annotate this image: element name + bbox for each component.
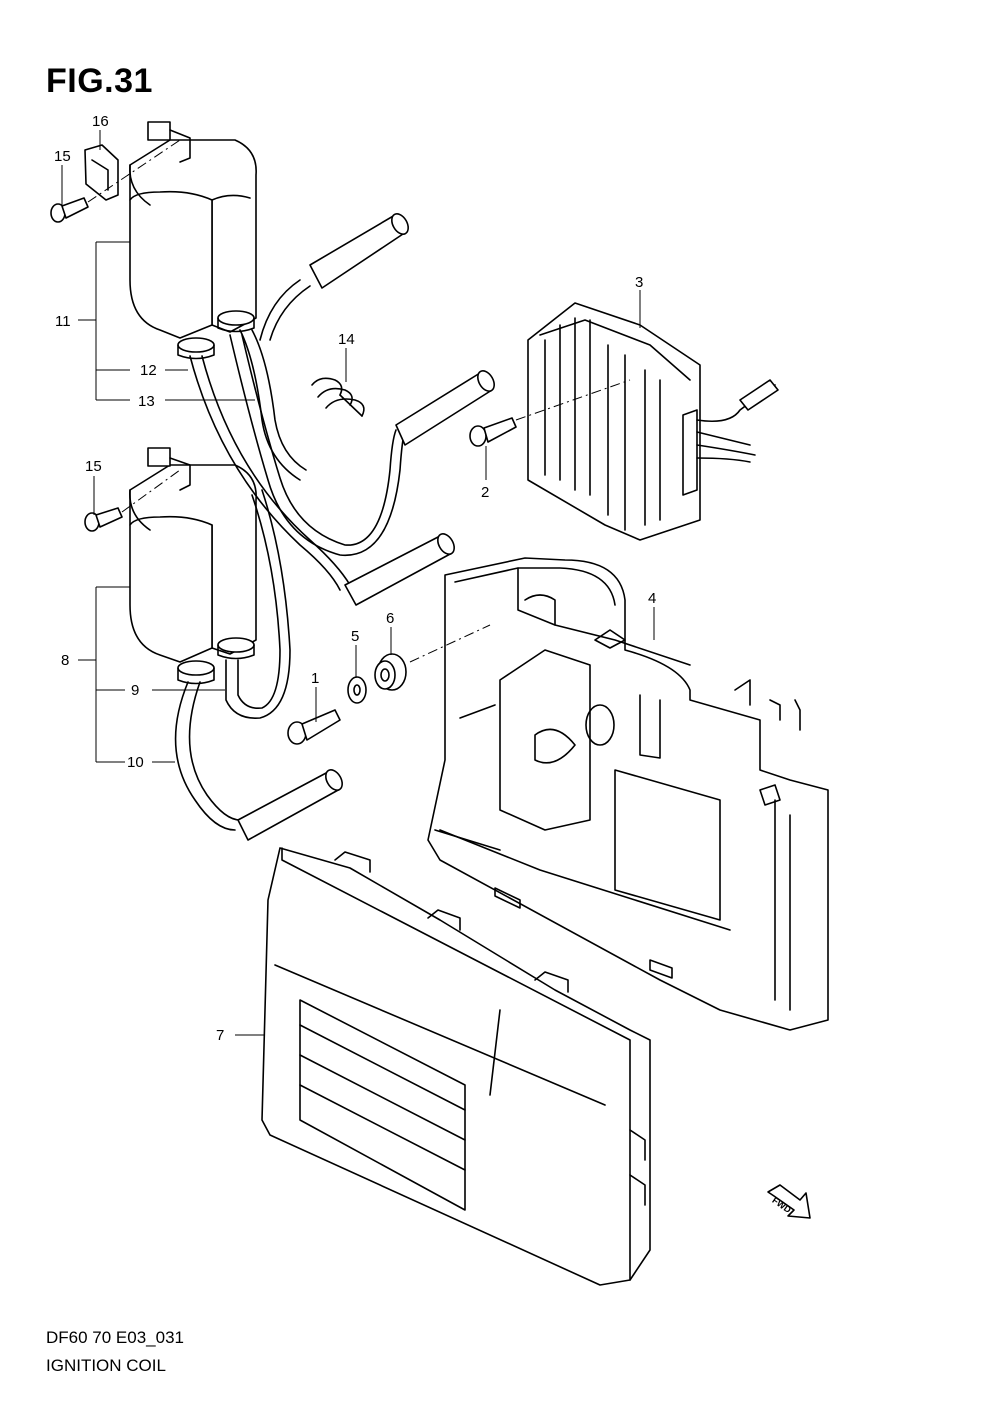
callout-12: 12	[140, 362, 157, 379]
callout-labels: 16 15 11 12 13 14 3 2 15 4 5 6 8 9 1 10 …	[54, 113, 656, 1044]
bolt-15-lower	[84, 469, 181, 532]
cover	[261, 847, 651, 1286]
callout-16: 16	[92, 113, 109, 130]
bolt-15-upper	[50, 139, 181, 223]
callout-2: 2	[481, 484, 489, 501]
clip-16	[84, 144, 119, 201]
upper-ignition-coil	[129, 121, 257, 360]
callout-6: 6	[386, 610, 394, 627]
bolt-1	[287, 709, 341, 745]
callout-14: 14	[338, 331, 355, 348]
figure-name: IGNITION COIL	[46, 1356, 166, 1375]
callout-3: 3	[635, 274, 643, 291]
high-tension-cords	[174, 279, 406, 831]
figure-code: DF60 70 E03_031	[46, 1328, 184, 1347]
callout-15-lower: 15	[85, 458, 102, 475]
upper-coil-terminal	[147, 121, 171, 141]
plug-caps	[237, 213, 495, 841]
callout-5: 5	[351, 628, 359, 645]
callout-leaders	[61, 130, 655, 1036]
callout-15-upper: 15	[54, 148, 71, 165]
lower-ignition-coil	[129, 447, 257, 685]
callout-10: 10	[127, 754, 144, 771]
forward-arrow-icon: FWD	[767, 1184, 811, 1219]
lower-coil-terminal	[147, 447, 171, 467]
callout-9: 9	[131, 682, 139, 699]
figure-title: FIG.31	[46, 62, 153, 100]
callout-1: 1	[311, 670, 319, 687]
grommet-6	[374, 624, 491, 691]
callout-11: 11	[55, 313, 71, 330]
clip-14	[311, 377, 365, 417]
screw-2	[469, 379, 631, 447]
callout-4: 4	[648, 590, 656, 607]
washer-5	[347, 676, 367, 704]
box	[427, 557, 829, 1031]
callout-7: 7	[216, 1027, 224, 1044]
callout-13: 13	[138, 393, 155, 410]
callout-8: 8	[61, 652, 69, 669]
cdi-unit	[527, 302, 779, 541]
